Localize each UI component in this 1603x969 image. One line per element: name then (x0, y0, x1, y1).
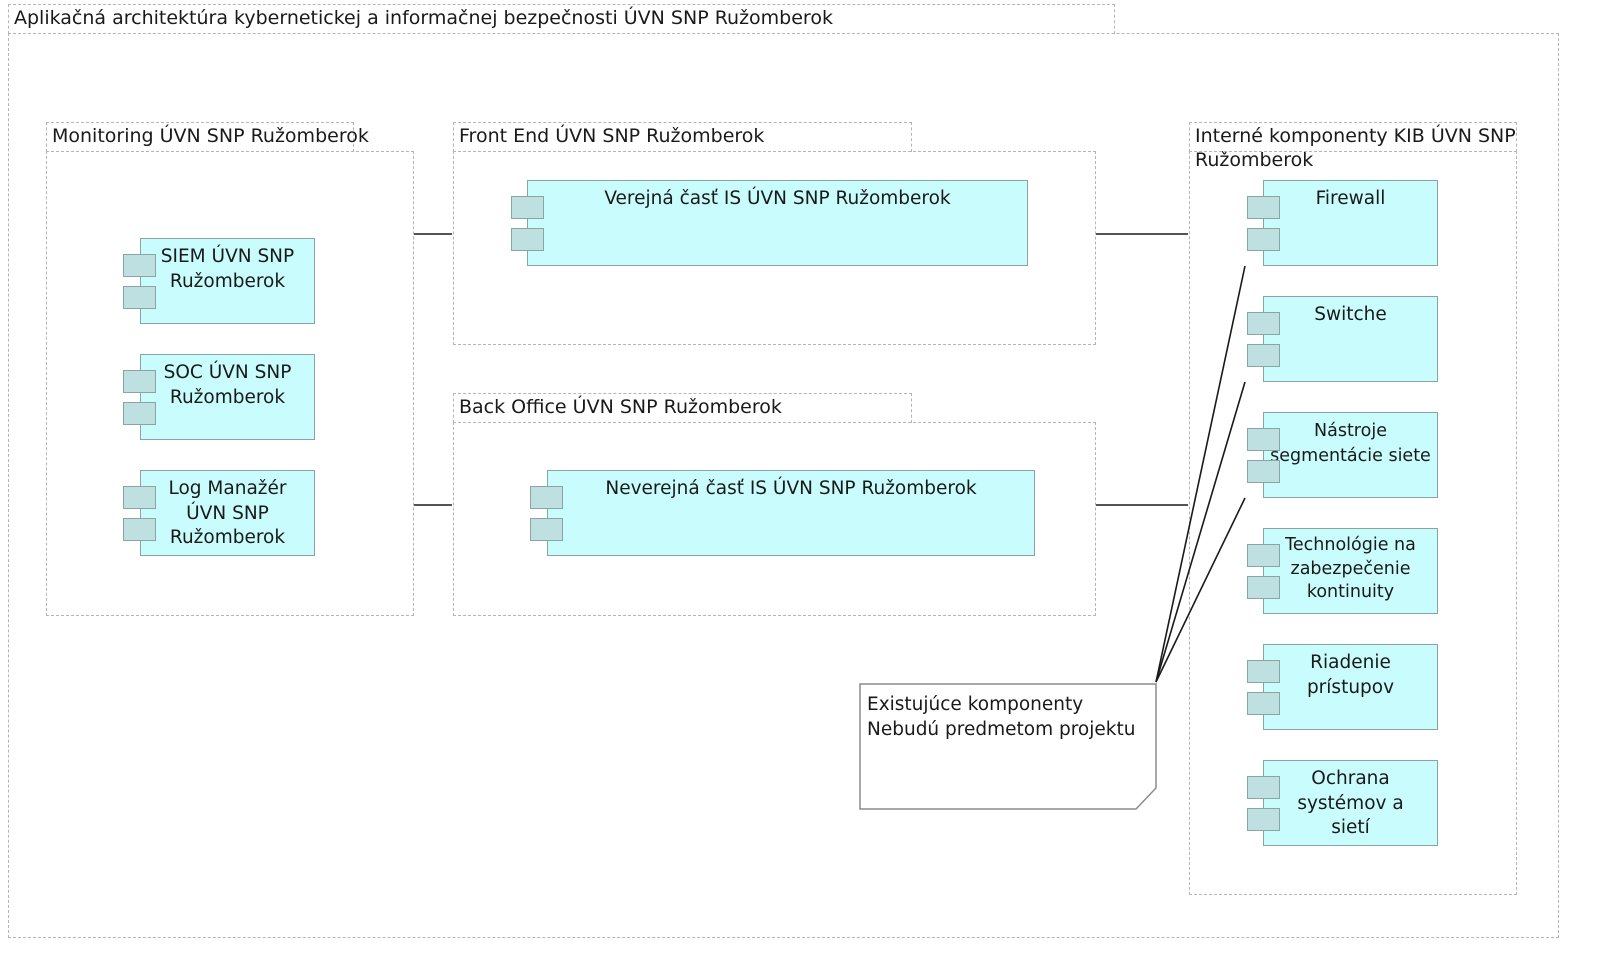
component-label: Riadenie prístupov (1306, 652, 1395, 698)
component-switche[interactable]: Switche (1263, 296, 1438, 382)
component-continuity[interactable]: Technológie na zabezpečenie kontinuity (1263, 528, 1438, 614)
component-label: Verejná časť IS ÚVN SNP Ružomberok (604, 188, 951, 209)
component-firewall[interactable]: Firewall (1263, 180, 1438, 266)
port-icon (1247, 544, 1280, 567)
component-siem[interactable]: SIEM ÚVN SNP Ružomberok (140, 238, 315, 324)
group-title-internal: Interné komponenty KIB ÚVN SNP Ružombero… (1189, 122, 1517, 171)
note-line-1: Existujúce komponenty (867, 694, 1084, 715)
component-label: SIEM ÚVN SNP Ružomberok (160, 246, 295, 292)
port-icon (1247, 576, 1280, 599)
note-text: Existujúce komponenty Nebudú predmetom p… (867, 692, 1135, 742)
port-icon (1247, 228, 1280, 251)
group-title-front-end: Front End ÚVN SNP Ružomberok (453, 122, 912, 152)
note-line-2: Nebudú predmetom projektu (867, 719, 1136, 740)
port-icon (123, 286, 156, 309)
component-access-control[interactable]: Riadenie prístupov (1263, 644, 1438, 730)
port-icon (1247, 344, 1280, 367)
port-icon (123, 370, 156, 393)
component-label: Ochrana systémov a sietí (1297, 768, 1404, 838)
port-icon (511, 228, 544, 251)
port-icon (1247, 660, 1280, 683)
port-icon (1247, 196, 1280, 219)
component-public-is[interactable]: Verejná časť IS ÚVN SNP Ružomberok (527, 180, 1028, 266)
group-title-monitoring: Monitoring ÚVN SNP Ružomberok (46, 122, 369, 152)
port-icon (1247, 460, 1280, 483)
diagram-frame (8, 33, 1559, 938)
port-icon (1247, 692, 1280, 715)
component-private-is[interactable]: Neverejná časť IS ÚVN SNP Ružomberok (547, 470, 1035, 556)
port-icon (530, 486, 563, 509)
diagram-title: Aplikačná architektúra kybernetickej a i… (8, 4, 1115, 34)
component-segmentation[interactable]: Nástroje segmentácie siete (1263, 412, 1438, 498)
port-icon (1247, 808, 1280, 831)
port-icon (530, 518, 563, 541)
port-icon (1247, 776, 1280, 799)
component-label: Technológie na zabezpečenie kontinuity (1285, 535, 1416, 602)
port-icon (123, 486, 156, 509)
component-log-manager[interactable]: Log Manažér ÚVN SNP Ružomberok (140, 470, 315, 556)
component-label: Nástroje segmentácie siete (1270, 421, 1431, 466)
group-monitoring (46, 151, 414, 616)
port-icon (123, 402, 156, 425)
component-label: SOC ÚVN SNP Ružomberok (163, 362, 292, 408)
component-label: Neverejná časť IS ÚVN SNP Ružomberok (605, 478, 977, 499)
component-label: Switche (1314, 304, 1387, 325)
note: Existujúce komponenty Nebudú predmetom p… (860, 684, 1156, 809)
component-label: Log Manažér ÚVN SNP Ružomberok (168, 478, 287, 548)
port-icon (1247, 428, 1280, 451)
port-icon (511, 196, 544, 219)
component-soc[interactable]: SOC ÚVN SNP Ružomberok (140, 354, 315, 440)
port-icon (123, 518, 156, 541)
component-label: Firewall (1315, 188, 1386, 209)
group-front-end (453, 151, 1096, 345)
group-title-back-office: Back Office ÚVN SNP Ružomberok (453, 393, 912, 423)
port-icon (123, 254, 156, 277)
group-back-office (453, 422, 1096, 616)
port-icon (1247, 312, 1280, 335)
component-system-protection[interactable]: Ochrana systémov a sietí (1263, 760, 1438, 846)
